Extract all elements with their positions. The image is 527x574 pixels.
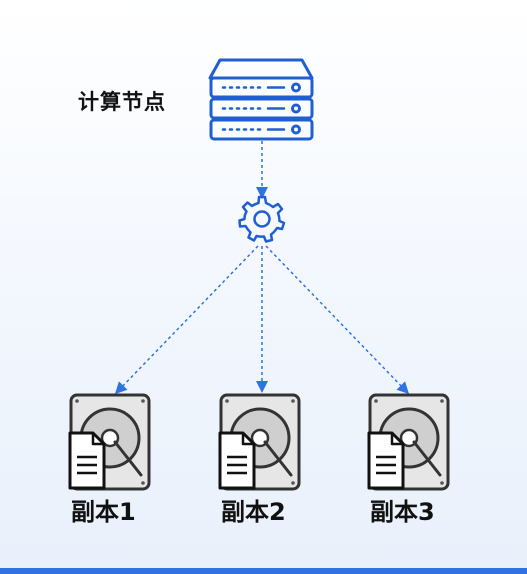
replica-3-label: 副本3 <box>370 498 435 526</box>
gear-to-replica-1-link <box>114 245 259 395</box>
gear-icon <box>238 195 286 243</box>
replica-1-label: 副本1 <box>71 498 136 526</box>
compute-node-label: 计算节点 <box>78 90 166 114</box>
server-rack-icon <box>208 58 314 141</box>
gear-to-replica-3-link <box>265 245 410 395</box>
disk-with-document-icon <box>367 393 450 491</box>
disk-with-document-icon <box>68 393 151 491</box>
bottom-divider <box>0 568 527 574</box>
replica-2-label: 副本2 <box>221 498 286 526</box>
disk-with-document-icon <box>218 393 301 491</box>
